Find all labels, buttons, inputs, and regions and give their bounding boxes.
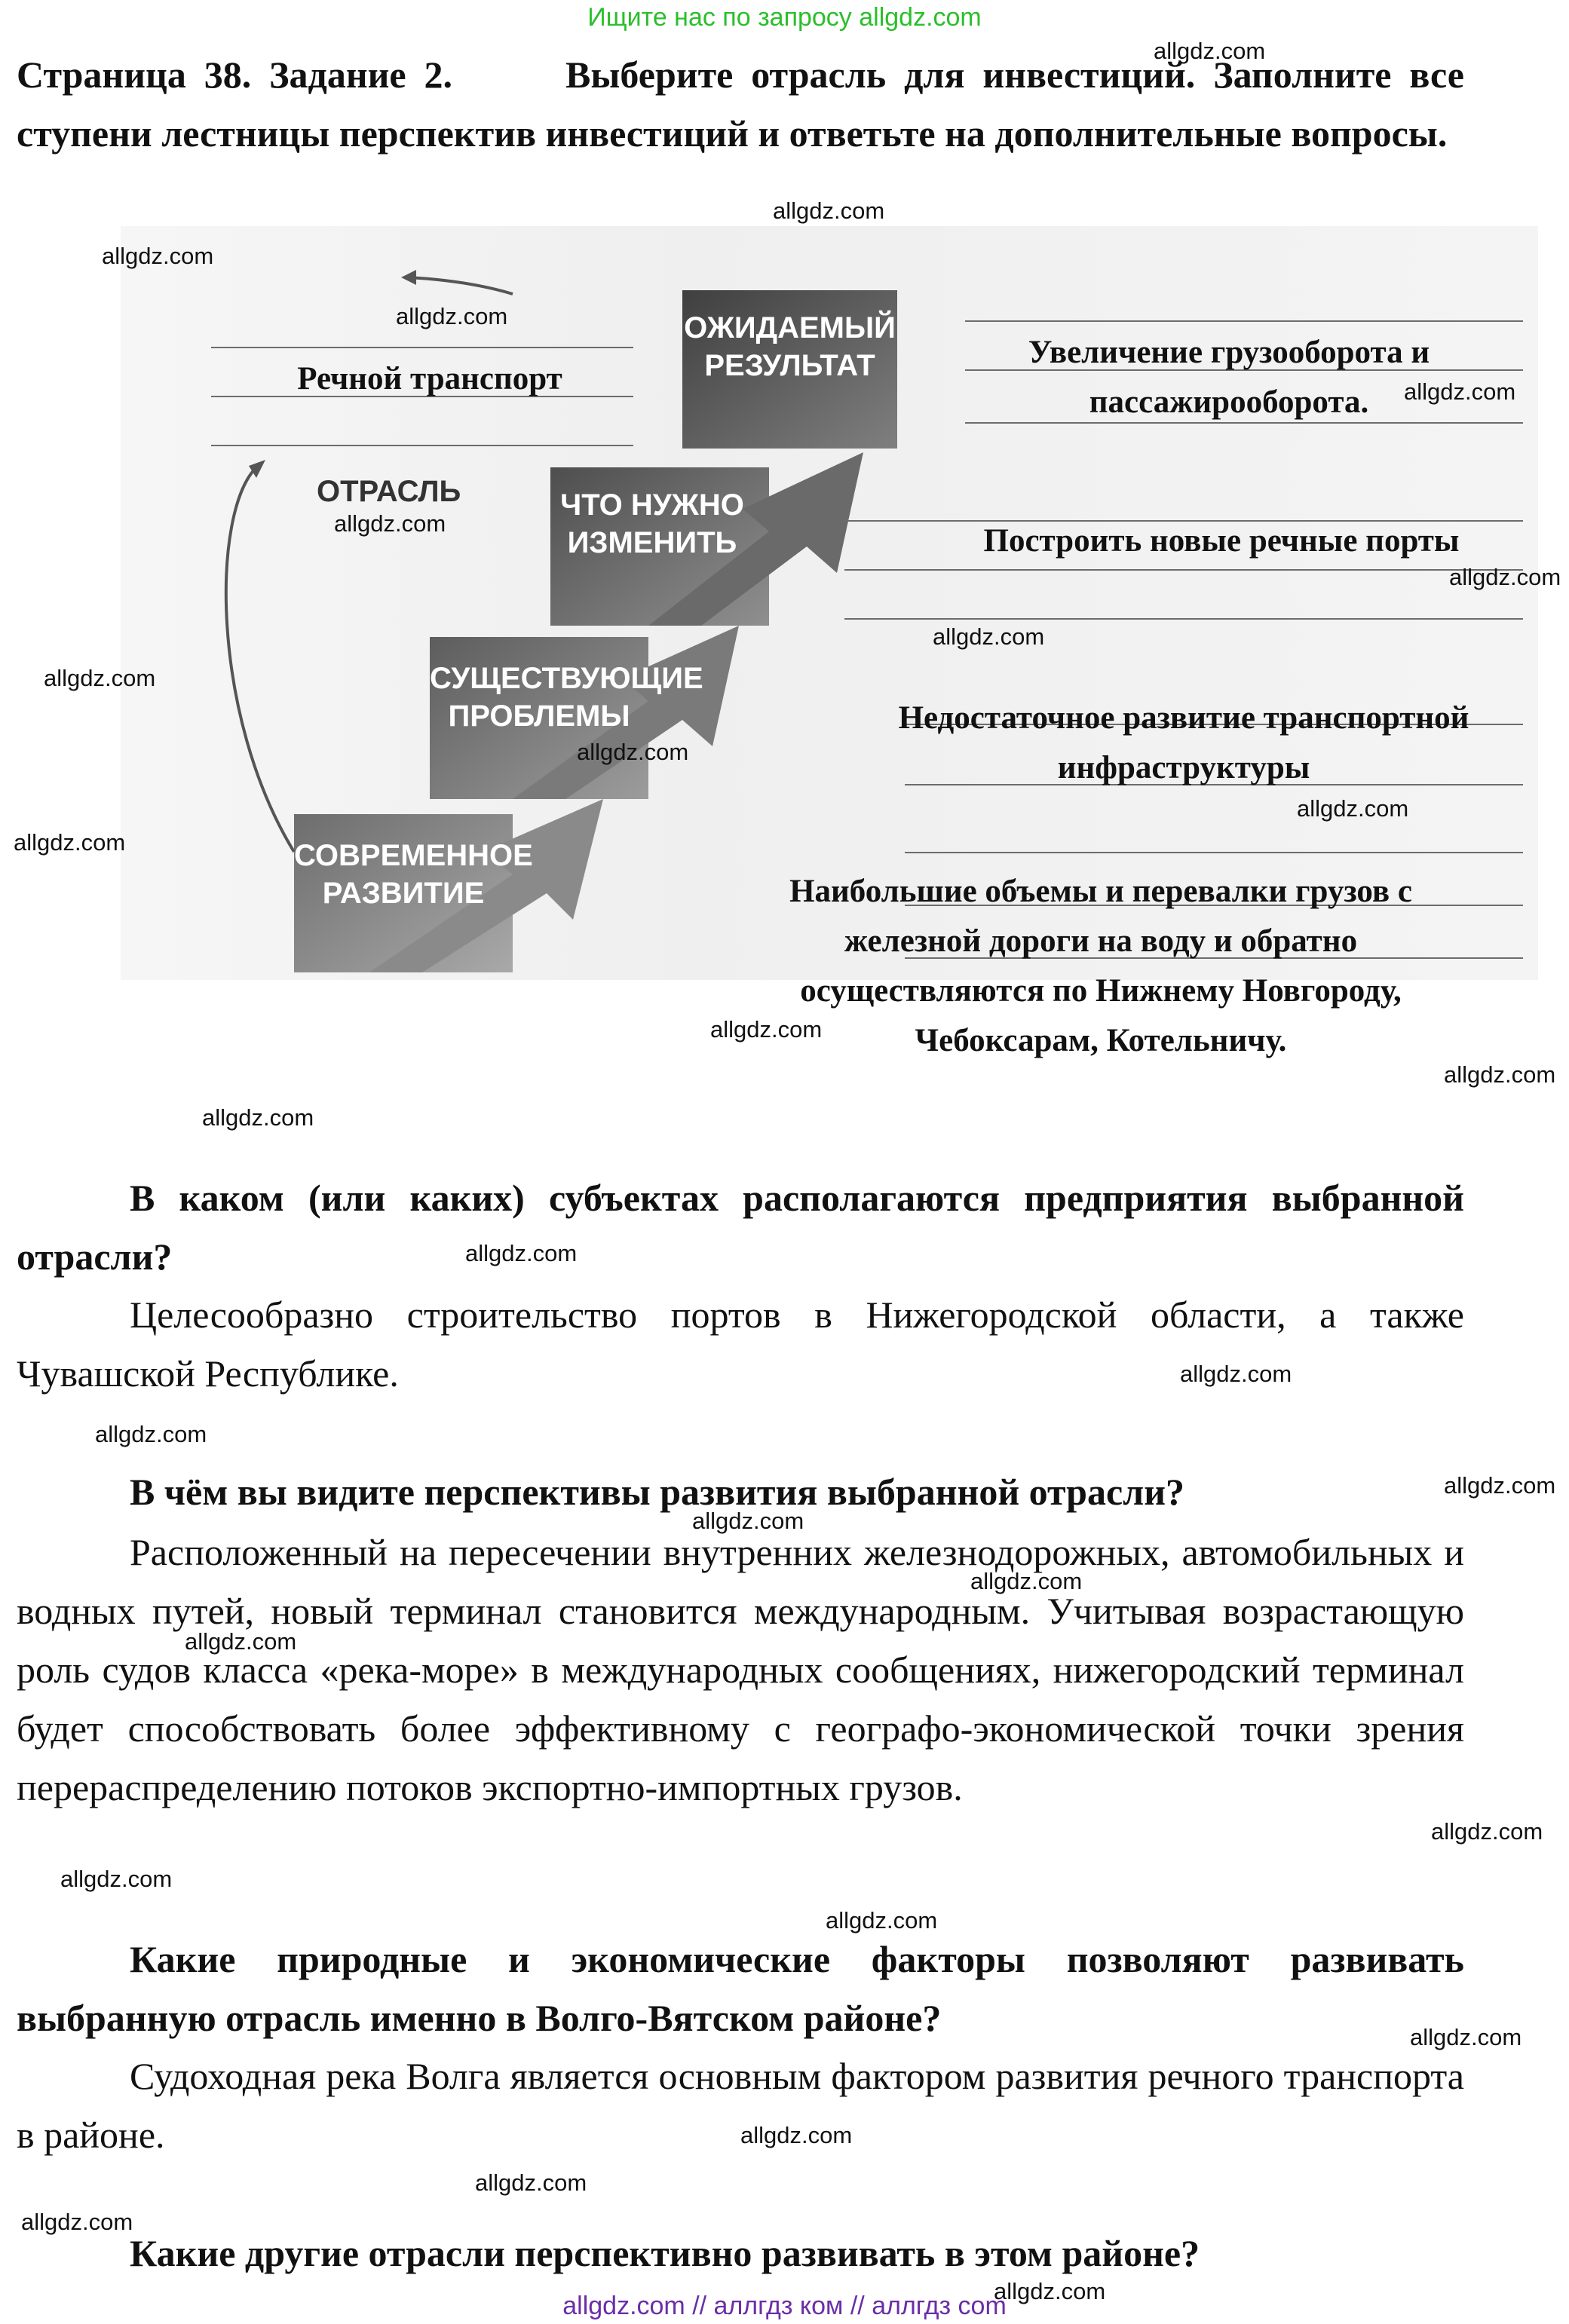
answer-1: Целесообразно строительство портов в Ниж… xyxy=(17,1294,1464,1395)
line xyxy=(965,422,1523,424)
watermark: allgdz.com xyxy=(202,1104,314,1131)
line xyxy=(905,905,1523,906)
watermark: allgdz.com xyxy=(1410,2024,1522,2050)
watermark: allgdz.com xyxy=(1449,564,1561,590)
task-statement: Страница 38. Задание 2.Выберите отрасль … xyxy=(17,45,1464,163)
top-banner[interactable]: Ищите нас по запросу allgdz.com xyxy=(587,3,982,32)
watermark: allgdz.com xyxy=(994,2278,1106,2304)
investment-ladder-diagram: СОВРЕМЕННОЕ РАЗВИТИЕ СУЩЕСТВУЮЩИЕ ПРОБЛЕ… xyxy=(121,226,1538,1058)
watermark: allgdz.com xyxy=(60,1866,173,1892)
watermark: allgdz.com xyxy=(970,1568,1083,1594)
answer-industry: Речной транспорт xyxy=(297,361,562,397)
watermark: allgdz.com xyxy=(465,1240,578,1266)
line xyxy=(211,396,633,397)
arrow-2 xyxy=(513,626,739,799)
line xyxy=(905,724,1523,725)
watermark: allgdz.com xyxy=(1444,1061,1556,1088)
line xyxy=(844,520,1523,522)
top-curved-arrow xyxy=(406,276,513,295)
answer-expected-result: Увеличение грузооборота и пассажирооборо… xyxy=(1028,335,1430,420)
arrow-1 xyxy=(369,799,603,972)
watermark: allgdz.com xyxy=(1431,1818,1543,1845)
line xyxy=(965,369,1523,371)
watermark: allgdz.com xyxy=(1444,1472,1556,1499)
step-current-development: СОВРЕМЕННОЕ РАЗВИТИЕ xyxy=(294,839,533,910)
watermark: allgdz.com xyxy=(21,2209,133,2235)
line xyxy=(844,618,1523,620)
step-expected-result: ОЖИДАЕМЫЙ РЕЗУЛЬТАТ xyxy=(684,311,896,382)
curved-arrow-head xyxy=(249,460,265,478)
line xyxy=(211,445,633,446)
step-what-to-change: ЧТО НУЖНО ИЗМЕНИТЬ xyxy=(560,488,744,559)
question-2: В чём вы видите перспективы развития выб… xyxy=(130,1471,1184,1513)
step-block-4 xyxy=(682,290,897,449)
task-text: Выберите отрасль для инвестиций. Заполни… xyxy=(17,54,1464,155)
industry-label: ОТРАСЛЬ xyxy=(317,475,461,508)
answer-current-development: Наибольшие объемы и перевалки грузов с ж… xyxy=(789,874,1412,1058)
question-1: В каком (или каких) субъектах располагаю… xyxy=(17,1177,1464,1278)
watermark: allgdz.com xyxy=(475,2169,587,2196)
answer-3: Судоходная река Волга является основным … xyxy=(17,2055,1464,2156)
watermark: allgdz.com xyxy=(933,623,1045,650)
watermark: allgdz.com xyxy=(44,665,156,691)
watermark: allgdz.com xyxy=(710,1016,823,1043)
task-heading: Страница 38. Задание 2. xyxy=(17,54,453,96)
watermark: allgdz.com xyxy=(95,1421,207,1447)
line xyxy=(905,852,1523,853)
question-3: Какие природные и экономические факторы … xyxy=(17,1938,1464,2039)
watermark: allgdz.com xyxy=(826,1907,938,1934)
line xyxy=(905,784,1523,785)
watermark: allgdz.com xyxy=(396,303,508,329)
line xyxy=(905,957,1523,959)
answer-2: Расположенный на пересечении внутренних … xyxy=(17,1531,1464,1808)
ladder-graphic xyxy=(224,270,897,972)
bottom-banner[interactable]: allgdz.com // аллгдз ком // аллгдз com xyxy=(562,2292,1007,2320)
answer-problems: Недостаточное развитие транспортной инфр… xyxy=(898,700,1469,785)
line xyxy=(965,320,1523,322)
arrow-3 xyxy=(648,452,863,626)
watermark: allgdz.com xyxy=(334,510,446,537)
curved-arrow xyxy=(224,466,296,853)
watermark: allgdz.com xyxy=(1297,795,1409,822)
watermark: allgdz.com xyxy=(692,1508,804,1534)
question-4: Какие другие отрасли перспективно развив… xyxy=(130,2232,1200,2274)
watermark: allgdz.com xyxy=(14,829,126,856)
watermark: allgdz.com xyxy=(1404,378,1516,405)
answer-what-to-change: Построить новые речные порты xyxy=(983,523,1460,559)
top-curved-arrow-head xyxy=(401,270,416,285)
watermark: allgdz.com xyxy=(1180,1361,1292,1387)
watermark: allgdz.com xyxy=(577,739,689,765)
watermark: allgdz.com xyxy=(1154,38,1266,64)
watermark: allgdz.com xyxy=(185,1628,297,1655)
watermark: allgdz.com xyxy=(102,243,214,269)
watermark: allgdz.com xyxy=(740,2122,853,2148)
line xyxy=(211,347,633,348)
step-existing-problems: СУЩЕСТВУЮЩИЕ ПРОБЛЕМЫ xyxy=(430,662,703,733)
line xyxy=(844,569,1523,571)
watermark: allgdz.com xyxy=(773,197,885,224)
